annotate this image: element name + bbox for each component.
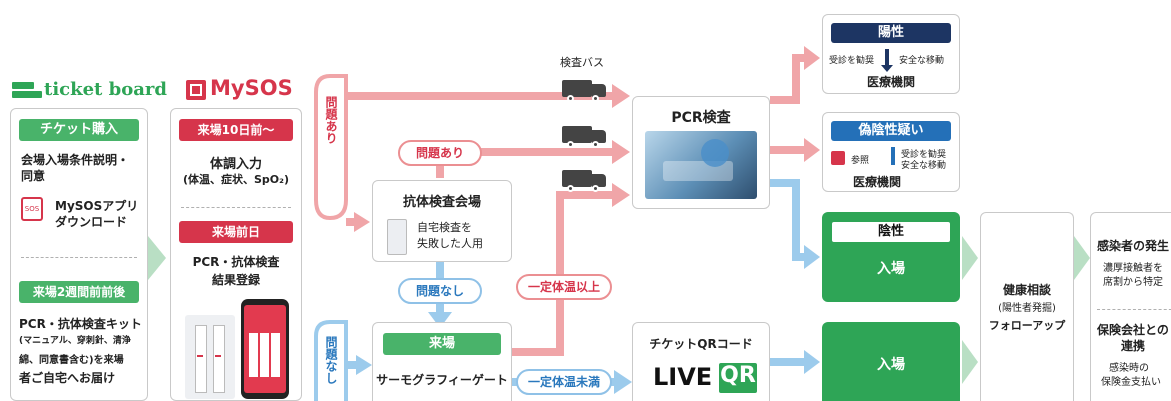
bus-label: 検査バス	[560, 56, 604, 69]
test-strip-icon	[387, 219, 407, 255]
insurance-title-2: 連携	[1121, 339, 1146, 353]
positive-box: 陽性 受診を勧奨 安全な移動 医療機関	[822, 14, 960, 94]
arrowhead-antibody	[354, 212, 370, 232]
ticketboard-logo-icon	[12, 82, 42, 100]
test-kit-image	[185, 315, 235, 399]
false-neg-recommend: 受診を勧奨	[901, 150, 947, 160]
positive-hospital: 医療機関	[866, 75, 915, 89]
qr-box: チケットQRコード LIVE QR	[632, 322, 770, 401]
health-consult-text: 健康相談	[1002, 283, 1051, 297]
mysos-panel: 来場10日前〜 体調入力 (体温、症状、SpO₂) 来場前日 PCR・抗体検査 …	[170, 108, 302, 401]
enter-box: 入場	[822, 322, 960, 401]
false-negative-header: 偽陰性疑い	[831, 121, 951, 141]
result-text-2: 結果登録	[211, 273, 260, 287]
insurance-title-1: 保険会社との	[1097, 323, 1169, 337]
arrowhead-pcr-1	[612, 84, 630, 108]
false-neg-safe-move: 安全な移動	[901, 161, 947, 171]
down-arrow-icon	[891, 147, 895, 165]
problem-no-bracket	[314, 320, 348, 401]
pcr-box: PCR検査	[632, 96, 770, 209]
antibody-desc-1: 自宅検査を	[417, 221, 472, 234]
enter-text: 入場	[877, 357, 905, 373]
live-qr-logo-live: LIVE	[653, 363, 713, 391]
problem-yes-bracket	[314, 74, 348, 221]
down-arrow-icon	[885, 49, 889, 67]
ten-days-header: 来場10日前〜	[179, 119, 293, 141]
problem-no-vertical-label: 問題なし	[324, 336, 338, 384]
kit-text-2: (マニュアル、穿刺針、清浄	[19, 336, 131, 346]
insurance-desc-2: 保険金支払い	[1101, 377, 1161, 388]
divider	[1097, 309, 1171, 310]
infection-box: 感染者の発生 濃厚接触者を 席割から特定 保険会社との 連携 感染時の 保険金支…	[1090, 212, 1171, 401]
false-negative-box: 偽陰性疑い 参照 受診を勧奨 安全な移動 医療機関	[822, 112, 960, 192]
ticketboard-panel: チケット購入 会場入場条件説明・ 同意 SOS MySOSアプリ ダウンロード …	[10, 108, 148, 401]
chevron-3	[962, 340, 978, 384]
pcr-title: PCR検査	[671, 110, 731, 126]
antibody-center-title: 抗体検査会場	[402, 195, 481, 210]
false-neg-hospital: 医療機関	[853, 175, 902, 189]
negative-enter: 入場	[877, 261, 905, 277]
negative-header: 陰性	[832, 222, 950, 242]
divider	[21, 257, 137, 258]
bus-icon	[562, 170, 606, 192]
kit-text-3: 綿、同意書含む)を来場	[19, 355, 124, 366]
health-items-text: (体温、症状、SpO₂)	[182, 173, 290, 186]
divider	[181, 207, 291, 208]
day-before-header: 来場前日	[179, 221, 293, 243]
ticketboard-logo: ticket board	[44, 79, 167, 100]
problem-yes-vertical-label: 問題あり	[324, 96, 338, 144]
mysos-ref-icon	[831, 151, 845, 165]
phone-image	[241, 299, 289, 399]
qr-title: チケットQRコード	[649, 337, 753, 351]
health-box: 健康相談 (陽性者発掘) フォローアップ	[980, 212, 1074, 401]
ticket-purchase-header: チケット購入	[19, 119, 139, 141]
infection-desc-1: 濃厚接触者を	[1103, 263, 1163, 274]
health-input-text: 体調入力	[209, 157, 262, 172]
problem-no-pill: 問題なし	[398, 278, 482, 304]
positive-recommend: 受診を勧奨	[829, 56, 875, 66]
positive-find-text: (陽性者発掘)	[998, 303, 1056, 314]
arrow-to-positive	[770, 54, 806, 104]
positive-header: 陽性	[831, 23, 951, 43]
temp-high-pill: 一定体温以上	[516, 274, 612, 300]
download-text: ダウンロード	[55, 215, 128, 229]
mysos-app-icon: SOS	[21, 197, 43, 221]
live-qr-logo-qr: QR	[720, 363, 756, 388]
bus-icon	[562, 80, 606, 102]
chevron-1	[148, 236, 166, 280]
agreement-text: 同意	[21, 169, 46, 183]
mysos-logo-icon	[186, 80, 206, 100]
ref-text: 参照	[851, 156, 870, 166]
chevron-4	[1074, 236, 1090, 280]
two-weeks-header: 来場2週間前前後	[19, 281, 139, 303]
kit-text-1: PCR・抗体検査キット	[19, 317, 142, 331]
antibody-desc-2: 失敗した人用	[417, 237, 483, 250]
infection-title: 感染者の発生	[1097, 239, 1170, 253]
arrow-to-negative	[770, 179, 806, 261]
result-text-1: PCR・抗体検査	[192, 255, 280, 269]
insurance-desc-1: 感染時の	[1109, 363, 1149, 374]
problem-yes-pill: 問題あり	[398, 140, 482, 166]
pcr-lab-image	[645, 131, 757, 199]
live-qr-logo-box: QR	[719, 363, 757, 393]
down-arrow-head-icon	[881, 65, 893, 72]
negative-box: 陰性 入場	[822, 212, 960, 302]
arrow-temp-high	[512, 191, 612, 356]
positive-safe-move: 安全な移動	[899, 56, 945, 66]
follow-up-text: フォローアップ	[988, 319, 1066, 332]
temp-low-pill: 一定体温未満	[516, 369, 612, 395]
chevron-2	[962, 236, 978, 280]
visit-box: 来場 サーモグラフィーゲート	[372, 322, 512, 401]
bus-icon	[562, 126, 606, 148]
antibody-center-box: 抗体検査会場 自宅検査を 失敗した人用	[372, 180, 512, 262]
infection-desc-2: 席割から特定	[1103, 277, 1163, 288]
kit-text-4: 者ご自宅へお届け	[19, 371, 116, 385]
entry-condition-text: 会場入場条件説明・	[21, 153, 130, 167]
visit-header: 来場	[383, 333, 501, 355]
mysos-logo: MySOS	[210, 76, 293, 100]
mysos-app-text: MySOSアプリ	[55, 199, 139, 213]
thermo-gate-text: サーモグラフィーゲート	[376, 373, 508, 387]
